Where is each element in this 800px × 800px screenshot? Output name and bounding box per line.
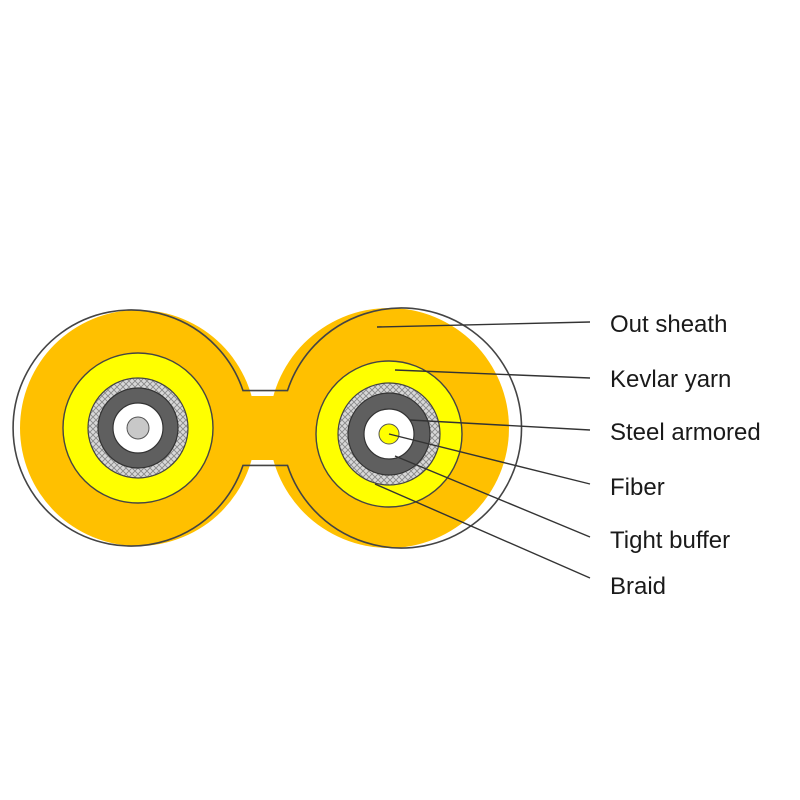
leader-tight-buffer xyxy=(394,455,591,538)
connecting-web xyxy=(238,396,293,460)
label-braid: Braid xyxy=(610,573,666,600)
labels: Out sheath Kevlar yarn Steel armored Fib… xyxy=(610,311,761,600)
label-out-sheath: Out sheath xyxy=(610,311,727,338)
leader-lines xyxy=(374,321,591,579)
leader-fiber xyxy=(388,433,591,485)
leader-out-sheath xyxy=(376,321,591,328)
leader-kevlar-yarn xyxy=(394,369,591,379)
left-fiber-core xyxy=(126,416,150,440)
label-fiber: Fiber xyxy=(610,474,665,501)
label-tight-buffer: Tight buffer xyxy=(610,527,730,554)
label-kevlar-yarn: Kevlar yarn xyxy=(610,366,731,393)
leader-braid xyxy=(374,483,591,579)
left-fiber-unit xyxy=(62,352,214,504)
leader-steel-armored xyxy=(409,419,591,431)
label-steel-armored: Steel armored xyxy=(610,419,761,446)
